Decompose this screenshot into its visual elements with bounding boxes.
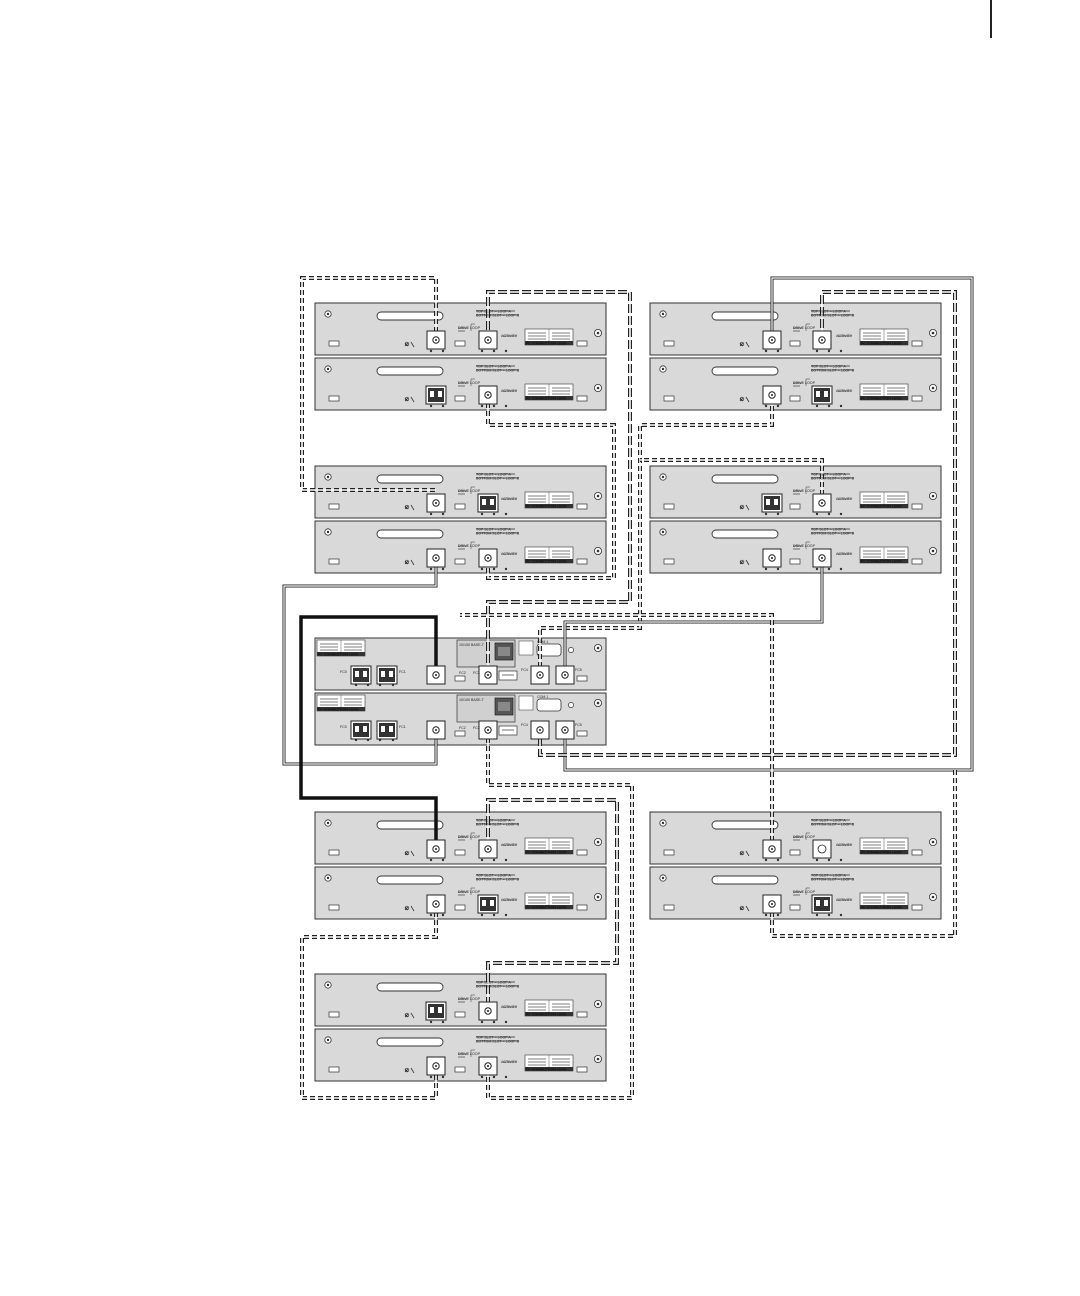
fc-connection-leds-label: FC CONNECTION LEDS — [526, 1068, 567, 1072]
loop-b-label: BOTTOM SLOT = LOOP B — [476, 314, 520, 318]
loop-b-label: BOTTOM SLOT = LOOP B — [476, 878, 520, 882]
loop-a-label: TOP SLOT = LOOP A — [811, 528, 846, 532]
loop-b-label: BOTTOM SLOT = LOOP B — [811, 878, 855, 882]
enclosure-right-1 — [649, 302, 942, 411]
enclosure-left-4 — [314, 973, 607, 1082]
page-edge-rule — [990, 0, 992, 38]
loop-b-label: BOTTOM SLOT = LOOP B — [811, 823, 855, 827]
ethernet-label: 10/100 BASE-T — [459, 643, 485, 647]
drive-loop-label: DRIVE LOOP — [458, 326, 481, 330]
drive-loop-label: DRIVE LOOP — [793, 835, 816, 839]
com-port-label: COM 1 — [537, 640, 548, 644]
ethernet-label: 10/100 BASE-T — [459, 698, 485, 702]
fc-connection-leds-label: FC CONNECTION LEDS — [526, 342, 567, 346]
activity-label: ACTIVITY — [501, 843, 518, 847]
activity-label: ACTIVITY — [501, 334, 518, 338]
loop-a-label: TOP SLOT = LOOP A — [811, 819, 846, 823]
loop-b-label: BOTTOM SLOT = LOOP B — [811, 477, 855, 481]
fc5-label: FC5 — [575, 668, 582, 672]
drive-loop-label: DRIVE LOOP — [458, 381, 481, 385]
activity-label: ACTIVITY — [501, 1005, 518, 1009]
fc-connection-leds-label: FC CONNECTION LEDS — [526, 505, 567, 509]
fc-connection-leds-label: FC CONNECTION LEDS — [526, 851, 567, 855]
drive-loop-label: DRIVE LOOP — [458, 1052, 481, 1056]
fc-connection-leds-label: FC CONNECTION LEDS — [861, 397, 902, 401]
activity-label: ACTIVITY — [836, 497, 853, 501]
activity-label: ACTIVITY — [836, 334, 853, 338]
activity-label: ACTIVITY — [501, 497, 518, 501]
fc2-label: FC2 — [459, 671, 466, 675]
activity-label: ACTIVITY — [836, 898, 853, 902]
fc3-label: FC3 — [473, 726, 480, 730]
activity-label: ACTIVITY — [501, 389, 518, 393]
fc-connection-leds-label: FC CONNECTION LEDS — [526, 1013, 567, 1017]
fc-connection-leds-label: FC CONNECTION LEDS — [861, 851, 902, 855]
drive-loop-label: DRIVE LOOP — [458, 489, 481, 493]
fc-cables — [282, 276, 974, 1100]
enclosure-left-1 — [314, 302, 607, 411]
activity-label: ACTIVITY — [501, 1060, 518, 1064]
loop-a-label: TOP SLOT = LOOP A — [476, 473, 511, 477]
drive-loop-label: DRIVE LOOP — [793, 326, 816, 330]
loop-a-label: TOP SLOT = LOOP A — [811, 473, 846, 477]
drive-loop-label: DRIVE LOOP — [458, 997, 481, 1001]
loop-a-label: TOP SLOT = LOOP A — [476, 365, 511, 369]
fc1-label: FC1 — [399, 725, 406, 729]
enclosure-left-3 — [314, 811, 607, 920]
loop-a-label: TOP SLOT = LOOP A — [476, 1036, 511, 1040]
loop-b-label: BOTTOM SLOT = LOOP B — [811, 314, 855, 318]
fc-connection-leds-label: FC CONNECTION LEDS — [861, 906, 902, 910]
loop-b-label: BOTTOM SLOT = LOOP B — [811, 532, 855, 536]
fc-connection-leds-label: FC CONNECTION LEDS — [526, 906, 567, 910]
loop-b-label: BOTTOM SLOT = LOOP B — [476, 823, 520, 827]
fc-connection-leds-label: FC CONNECTION LEDS — [526, 397, 567, 401]
activity-label: ACTIVITY — [501, 552, 518, 556]
loop-b-label: BOTTOM SLOT = LOOP B — [476, 477, 520, 481]
fc1-label: FC1 — [399, 670, 406, 674]
fc-connection-leds-label: FC CONNECTION LEDS — [861, 505, 902, 509]
activity-label: ACTIVITY — [836, 389, 853, 393]
loop-a-label: TOP SLOT = LOOP A — [476, 874, 511, 878]
fc-connection-leds-label: FC CONNECTION LEDS — [318, 653, 359, 657]
loop-b-label: BOTTOM SLOT = LOOP B — [476, 1040, 520, 1044]
drive-loop-label: DRIVE LOOP — [793, 381, 816, 385]
activity-label: ACTIVITY — [501, 898, 518, 902]
fc-connection-leds-label: FC CONNECTION LEDS — [318, 708, 359, 712]
activity-label: ACTIVITY — [836, 843, 853, 847]
loop-a-label: TOP SLOT = LOOP A — [476, 310, 511, 314]
loop-a-label: TOP SLOT = LOOP A — [476, 528, 511, 532]
loop-a-label: TOP SLOT = LOOP A — [476, 819, 511, 823]
fc-connection-leds-label: FC CONNECTION LEDS — [861, 560, 902, 564]
loop-b-label: BOTTOM SLOT = LOOP B — [811, 369, 855, 373]
fc3-label: FC3 — [473, 671, 480, 675]
fc0-label: FC0 — [340, 725, 347, 729]
enclosure-right-3 — [649, 811, 942, 920]
enclosure-left-2 — [314, 465, 607, 574]
drive-loop-label: DRIVE LOOP — [793, 489, 816, 493]
enclosure-right-2 — [649, 465, 942, 574]
fc5-label: FC5 — [575, 723, 582, 727]
loop-b-label: BOTTOM SLOT = LOOP B — [476, 532, 520, 536]
loop-a-label: TOP SLOT = LOOP A — [811, 365, 846, 369]
fc4-label: FC4 — [521, 723, 528, 727]
loop-b-label: BOTTOM SLOT = LOOP B — [476, 985, 520, 989]
fc2-label: FC2 — [459, 726, 466, 730]
loop-a-label: TOP SLOT = LOOP A — [811, 310, 846, 314]
activity-label: ACTIVITY — [836, 552, 853, 556]
com-port-label: COM 1 — [537, 695, 548, 699]
fc-connection-leds-label: FC CONNECTION LEDS — [861, 342, 902, 346]
fc0-label: FC0 — [340, 670, 347, 674]
drive-loop-label: DRIVE LOOP — [793, 890, 816, 894]
drive-loop-label: DRIVE LOOP — [458, 544, 481, 548]
drive-loop-label: DRIVE LOOP — [458, 835, 481, 839]
loop-a-label: TOP SLOT = LOOP A — [811, 874, 846, 878]
drive-loop-label: DRIVE LOOP — [793, 544, 816, 548]
loop-b-label: BOTTOM SLOT = LOOP B — [476, 369, 520, 373]
drive-loop-label: DRIVE LOOP — [458, 890, 481, 894]
fc4-label: FC4 — [521, 668, 528, 672]
loop-a-label: TOP SLOT = LOOP A — [476, 981, 511, 985]
fc-connection-leds-label: FC CONNECTION LEDS — [526, 560, 567, 564]
